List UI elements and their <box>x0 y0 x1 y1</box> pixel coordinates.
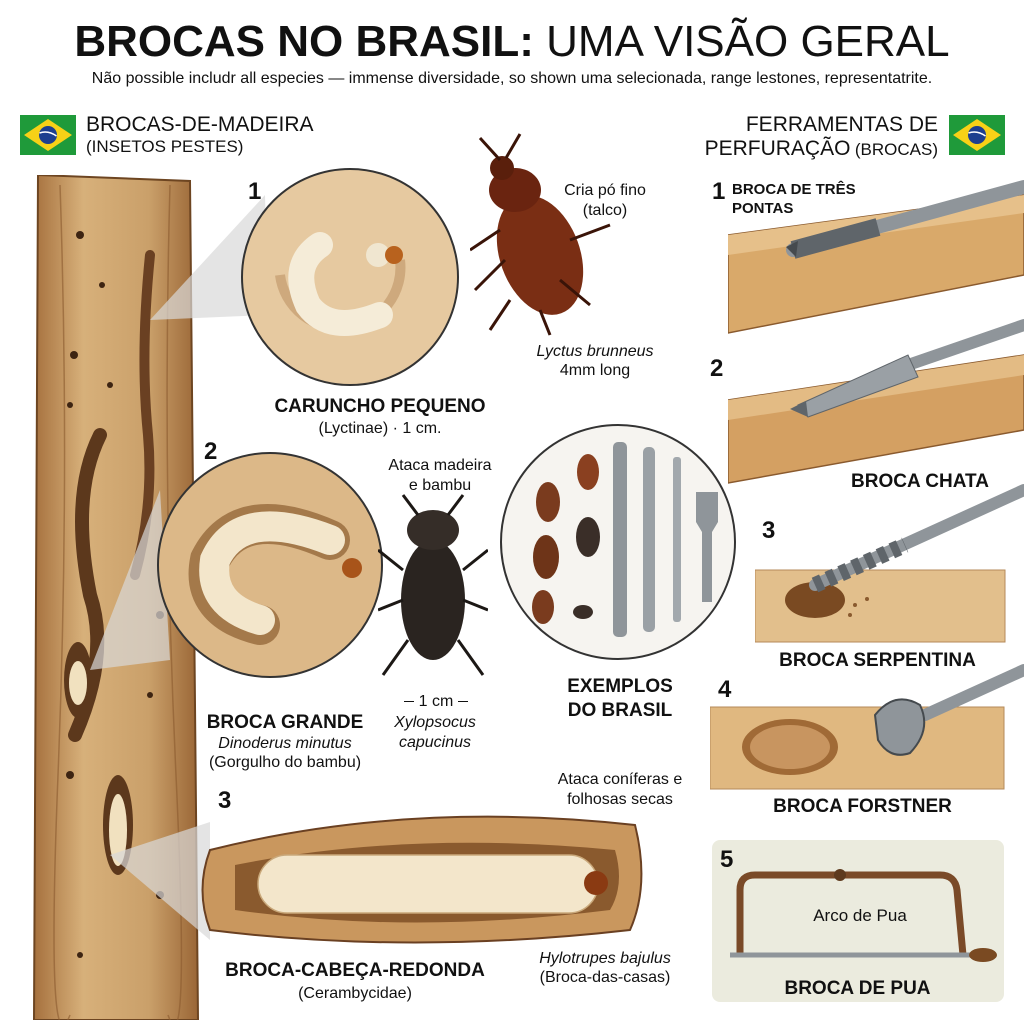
wood-plank-illustration <box>32 175 200 1020</box>
larva-3-zoom <box>110 815 643 944</box>
tool-4-name: BROCA FORSTNER <box>773 796 952 817</box>
item-2-note: Ataca madeira e bambu <box>388 457 492 494</box>
right-heading-line2: PERFURAÇÃO (BROCAS) <box>705 137 938 161</box>
tool-5-panel <box>712 840 1004 1002</box>
larva-1-zoom <box>150 168 459 386</box>
examples-label: EXEMPLOS DO BRASIL <box>567 676 673 721</box>
right-heading-sub: (BROCAS) <box>854 140 938 159</box>
item-1-note: Cria pó fino (talco) <box>564 182 646 219</box>
right-heading-main: PERFURAÇÃO <box>704 137 851 160</box>
tool-5-number: 5 <box>720 846 734 873</box>
item-3-common: (Broca-das-casas) <box>539 969 671 986</box>
item-2-species-a: Dinoderus minutus <box>218 735 352 752</box>
tool-3-number: 3 <box>762 517 776 544</box>
item-1-size: 4mm long <box>559 362 631 379</box>
left-heading: BROCAS-DE-MADEIRA <box>86 113 314 136</box>
tool-1-illustration <box>728 180 1024 334</box>
tool-4-illustration <box>710 664 1024 790</box>
page-title: BROCAS NO BRASIL: UMA VISÃO GERAL <box>0 16 1024 68</box>
brazil-flag-icon <box>20 115 76 155</box>
tool-5-name: BROCA DE PUA <box>784 978 931 999</box>
tool-1-number: 1 <box>712 178 726 205</box>
tool-2-illustration <box>728 319 1024 484</box>
item-3-detail: (Cerambycidae) <box>298 985 412 1002</box>
brazil-flag-icon <box>949 115 1005 155</box>
brace-drill-icon <box>730 869 997 962</box>
item-2-common-a: (Gorgulho do bambu) <box>208 754 362 771</box>
item-3-name: BROCA-CABEÇA-REDONDA <box>225 960 485 981</box>
item-3-number: 3 <box>218 787 232 814</box>
examples-circle <box>500 424 736 660</box>
item-1-number: 1 <box>248 178 262 205</box>
beetle-lyctus-icon <box>470 133 611 336</box>
item-2-number: 2 <box>204 438 218 465</box>
item-1-name: CARUNCHO PEQUENO <box>274 396 486 417</box>
item-2-name: BROCA GRANDE <box>206 712 364 733</box>
item-3-species: Hylotrupes bajulus <box>539 950 671 967</box>
item-2-scale-value: 1 cm <box>418 693 454 710</box>
item-2-scale: 1 cm <box>386 693 486 711</box>
tool-2-name: BROCA CHATA <box>851 471 989 492</box>
beetle-dinoderus-icon <box>378 494 488 676</box>
tool-2-number: 2 <box>710 355 724 382</box>
tool-3-name: BROCA SERPENTINA <box>779 650 976 671</box>
title-bold: BROCAS NO BRASIL: <box>74 17 534 66</box>
title-light: UMA VISÃO GERAL <box>546 17 950 66</box>
page-subtitle: Não possible includr all especies — imme… <box>91 70 933 87</box>
tool-5-inner-label: Arco de Pua <box>813 906 907 925</box>
item-3-note: Ataca coníferas e folhosas secas <box>557 771 683 808</box>
left-subheading: (INSETOS PESTES) <box>86 137 244 156</box>
larva-2-zoom <box>90 452 383 678</box>
tool-4-number: 4 <box>718 676 732 703</box>
right-heading-line1: FERRAMENTAS DE <box>745 113 938 136</box>
item-2-species-b: Xylopsocus capucinus <box>394 714 476 751</box>
tool-3-illustration <box>755 484 1024 643</box>
item-1-detail: (Lyctinae) · 1 cm. <box>318 420 442 437</box>
item-1-species: Lyctus brunneus <box>536 343 654 360</box>
tool-1-name: BROCA DE TRÊS PONTAS <box>732 181 856 217</box>
